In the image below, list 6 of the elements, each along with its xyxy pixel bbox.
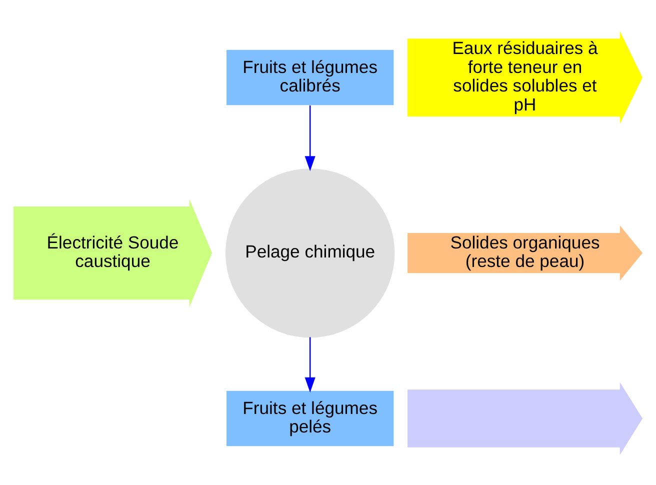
node-box: Fruits et légumes calibrés bbox=[226, 49, 394, 105]
arrow bbox=[304, 336, 316, 392]
node-arrow bbox=[408, 382, 643, 454]
arrow bbox=[304, 104, 316, 171]
node-box: Fruits et légumes pelés bbox=[226, 390, 394, 446]
node-circle: Pelage chimique bbox=[226, 168, 395, 338]
